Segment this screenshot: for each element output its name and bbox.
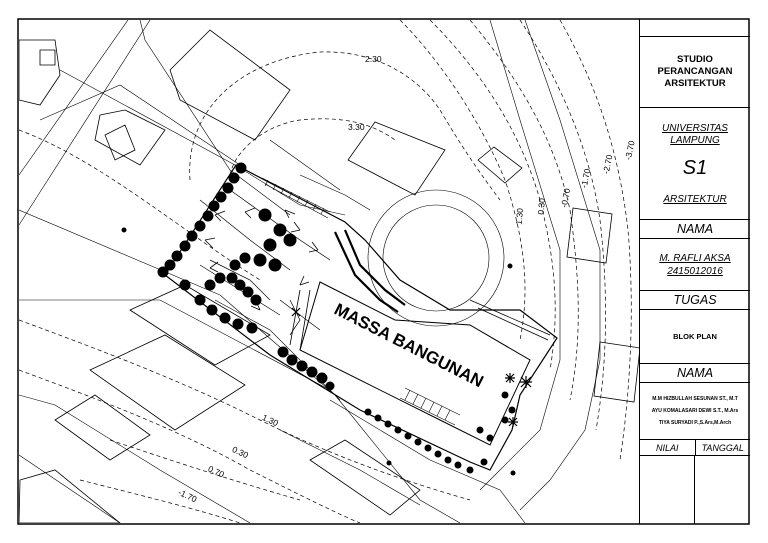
palm-trees <box>291 307 532 427</box>
task-name: BLOK PLAN <box>640 310 750 364</box>
studio-line: ARSITEKTUR <box>664 78 726 89</box>
grade-label: NILAI <box>655 442 679 453</box>
contour-label: -0.70 <box>559 187 572 208</box>
university-block: UNIVERSITAS LAMPUNG S1 ARSITEKTUR <box>640 108 750 220</box>
student-name: M. RAFLI AKSA <box>659 252 731 264</box>
name-header: NAMA <box>640 220 750 239</box>
grade-date-row: NILAI TANGGAL <box>640 439 751 456</box>
building-mass <box>299 281 531 446</box>
contour-label: 1.30 <box>261 412 280 428</box>
grade-date-divider <box>694 456 695 524</box>
task-header: TUGAS <box>640 291 750 310</box>
contour-label: -1.70 <box>579 167 593 188</box>
contour-label: 1.30 <box>514 207 525 225</box>
contour-label: 0.30 <box>231 444 250 460</box>
lecturer-name: TIYA SURYADI P.,S.Ars,M.Arch <box>658 420 732 426</box>
title-block: STUDIO PERANCANGAN ARSITEKTUR UNIVERSITA… <box>639 19 751 524</box>
site-boundary <box>164 164 558 471</box>
contour-label: 0.30 <box>536 197 547 215</box>
lecturers-header: NAMA <box>640 364 750 383</box>
studio-line: STUDIO <box>677 54 713 65</box>
contour-label: 3.30 <box>348 122 365 132</box>
program-code: S1 <box>682 156 708 179</box>
lecturer-name: M.M HIZBULLAH SESUNAN ST., M.T <box>652 396 738 402</box>
contour-label: 2.30 <box>365 54 382 64</box>
contour-label: -1.70 <box>177 487 199 504</box>
university-name: UNIVERSITAS LAMPUNG <box>662 122 728 146</box>
lecturer-name: AYU KOMALASARI DEWI S.T., M.Ars <box>651 408 739 414</box>
site-plan <box>164 164 558 471</box>
sheet-border <box>17 18 750 525</box>
site-context-lines <box>19 20 601 523</box>
contour-label: -2.70 <box>601 153 615 174</box>
date-label: TANGGAL <box>694 439 751 456</box>
contour-label: -3.70 <box>623 140 637 161</box>
trees <box>121 162 516 476</box>
studio-title: STUDIO PERANCANGAN ARSITEKTUR <box>640 36 750 108</box>
student-info: M. RAFLI AKSA 2415012016 <box>640 239 750 291</box>
studio-line: PERANCANGAN <box>657 66 733 77</box>
student-id: 2415012016 <box>667 265 723 277</box>
department-name: ARSITEKTUR <box>663 193 727 205</box>
context-buildings <box>19 29 639 523</box>
lecturers-list: M.M HIZBULLAH SESUNAN ST., M.T AYU KOMAL… <box>640 383 750 440</box>
contour-lines <box>19 20 632 523</box>
